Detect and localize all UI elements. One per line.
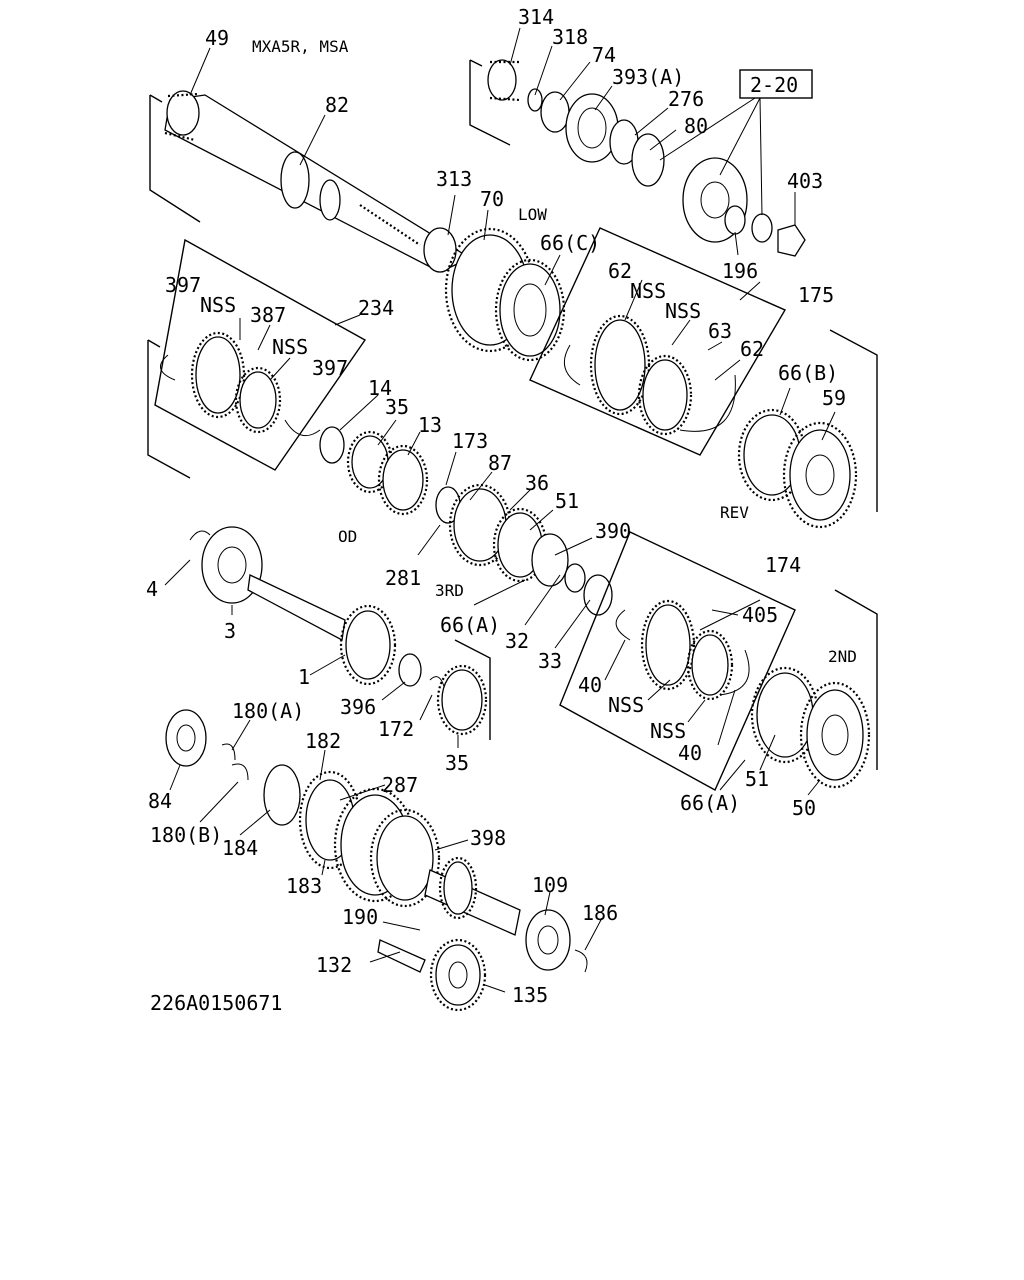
callout-50: 50 <box>792 796 816 820</box>
callout-234: 234 <box>358 296 394 320</box>
callout-318: 318 <box>552 25 588 49</box>
callout-nss-175-a: NSS <box>630 279 666 303</box>
callout-49: 49 <box>205 26 229 50</box>
callout-62-bottom: 62 <box>740 337 764 361</box>
callout-405: 405 <box>742 603 778 627</box>
callout-175: 175 <box>798 283 834 307</box>
callout-14: 14 <box>368 376 392 400</box>
callout-66a-mid: 66(A) <box>440 613 500 637</box>
main-shaft-assembly <box>149 90 566 362</box>
gear-label-3rd: 3RD <box>435 581 464 600</box>
callout-66a-bottom: 66(A) <box>680 791 740 815</box>
callout-62-top: 62 <box>608 259 632 283</box>
callout-184: 184 <box>222 836 258 860</box>
callout-40-right: 40 <box>678 741 702 765</box>
input-gear-1 <box>345 610 391 680</box>
callout-393a: 393(A) <box>612 65 684 89</box>
callout-183: 183 <box>286 874 322 898</box>
callout-180b: 180(B) <box>150 823 222 847</box>
callout-396: 396 <box>340 695 376 719</box>
countershaft-assembly <box>165 709 588 1012</box>
callout-1: 1 <box>298 665 310 689</box>
callout-82: 82 <box>325 93 349 117</box>
callout-80: 80 <box>684 114 708 138</box>
callout-70: 70 <box>480 187 504 211</box>
callout-33: 33 <box>538 649 562 673</box>
callout-313: 313 <box>436 167 472 191</box>
synchronizer-234-box <box>147 238 367 479</box>
callout-287: 287 <box>382 773 418 797</box>
callout-135: 135 <box>512 983 548 1007</box>
gear-label-rev: REV <box>720 503 749 522</box>
callout-51-top: 51 <box>555 489 579 513</box>
callout-35-bottom: 35 <box>445 751 469 775</box>
callout-397-bottom: 397 <box>312 356 348 380</box>
gear-label-od: OD <box>338 527 357 546</box>
input-shaft-assembly <box>189 526 491 740</box>
callout-59: 59 <box>822 386 846 410</box>
callout-74: 74 <box>592 43 616 67</box>
callout-nss-174-b: NSS <box>650 719 686 743</box>
callout-66c: 66(C) <box>540 231 600 255</box>
callout-281: 281 <box>385 566 421 590</box>
callout-51-bottom: 51 <box>745 767 769 791</box>
callout-180a: 180(A) <box>232 699 304 723</box>
figure-id: 226A0150671 <box>150 991 282 1015</box>
callout-35-top: 35 <box>385 395 409 419</box>
callout-397-top: 397 <box>165 273 201 297</box>
callout-nss-174-a: NSS <box>608 693 644 717</box>
callout-66b: 66(B) <box>778 361 838 385</box>
callout-276: 276 <box>668 87 704 111</box>
gear-label-2nd: 2ND <box>828 647 857 666</box>
bearing-3 <box>201 526 263 604</box>
callout-403: 403 <box>787 169 823 193</box>
callout-32: 32 <box>505 629 529 653</box>
callout-390: 390 <box>595 519 631 543</box>
callout-36: 36 <box>525 471 549 495</box>
model-label: MXA5R, MSA <box>252 37 349 56</box>
callout-nss-175-b: NSS <box>665 299 701 323</box>
callout-314: 314 <box>518 5 554 29</box>
callout-182: 182 <box>305 729 341 753</box>
callout-4: 4 <box>146 577 158 601</box>
callout-87: 87 <box>488 451 512 475</box>
gear-label-low: LOW <box>518 205 547 224</box>
reverse-gear-group <box>737 329 878 529</box>
bearing-313 <box>423 227 457 273</box>
group-ref-box <box>739 69 813 99</box>
callout-172: 172 <box>378 717 414 741</box>
synchronizer-175-box <box>529 227 787 456</box>
nut-403 <box>777 224 806 257</box>
callout-398: 398 <box>470 826 506 850</box>
leader-lines <box>164 27 836 993</box>
callout-nss-234-a: NSS <box>200 293 236 317</box>
callout-132: 132 <box>316 953 352 977</box>
second-gear-group <box>750 589 878 789</box>
reverse-idler-135 <box>435 944 481 1006</box>
reverse-gear-59 <box>789 429 851 521</box>
bearing-109 <box>525 909 571 971</box>
callout-nss-234-b: NSS <box>272 335 308 359</box>
callout-group-ref: 2-20 <box>750 73 798 97</box>
callout-109: 109 <box>532 873 568 897</box>
callout-190: 190 <box>342 905 378 929</box>
callout-40-left: 40 <box>578 673 602 697</box>
callout-3: 3 <box>224 619 236 643</box>
callout-186: 186 <box>582 901 618 925</box>
callout-63: 63 <box>708 319 732 343</box>
callout-196: 196 <box>722 259 758 283</box>
od-third-gear-row <box>319 426 613 616</box>
shaft-132 <box>377 939 426 973</box>
callout-labels: 49 82 314 318 74 393(A) 276 80 2-20 403 … <box>146 5 857 1007</box>
callout-387: 387 <box>250 303 286 327</box>
output-bearing-assembly <box>469 59 813 257</box>
callout-13: 13 <box>418 413 442 437</box>
callout-174: 174 <box>765 553 801 577</box>
callout-84: 84 <box>148 789 172 813</box>
callout-173: 173 <box>452 429 488 453</box>
synchronizer-174-box <box>559 531 796 791</box>
second-gear-50 <box>806 689 864 781</box>
